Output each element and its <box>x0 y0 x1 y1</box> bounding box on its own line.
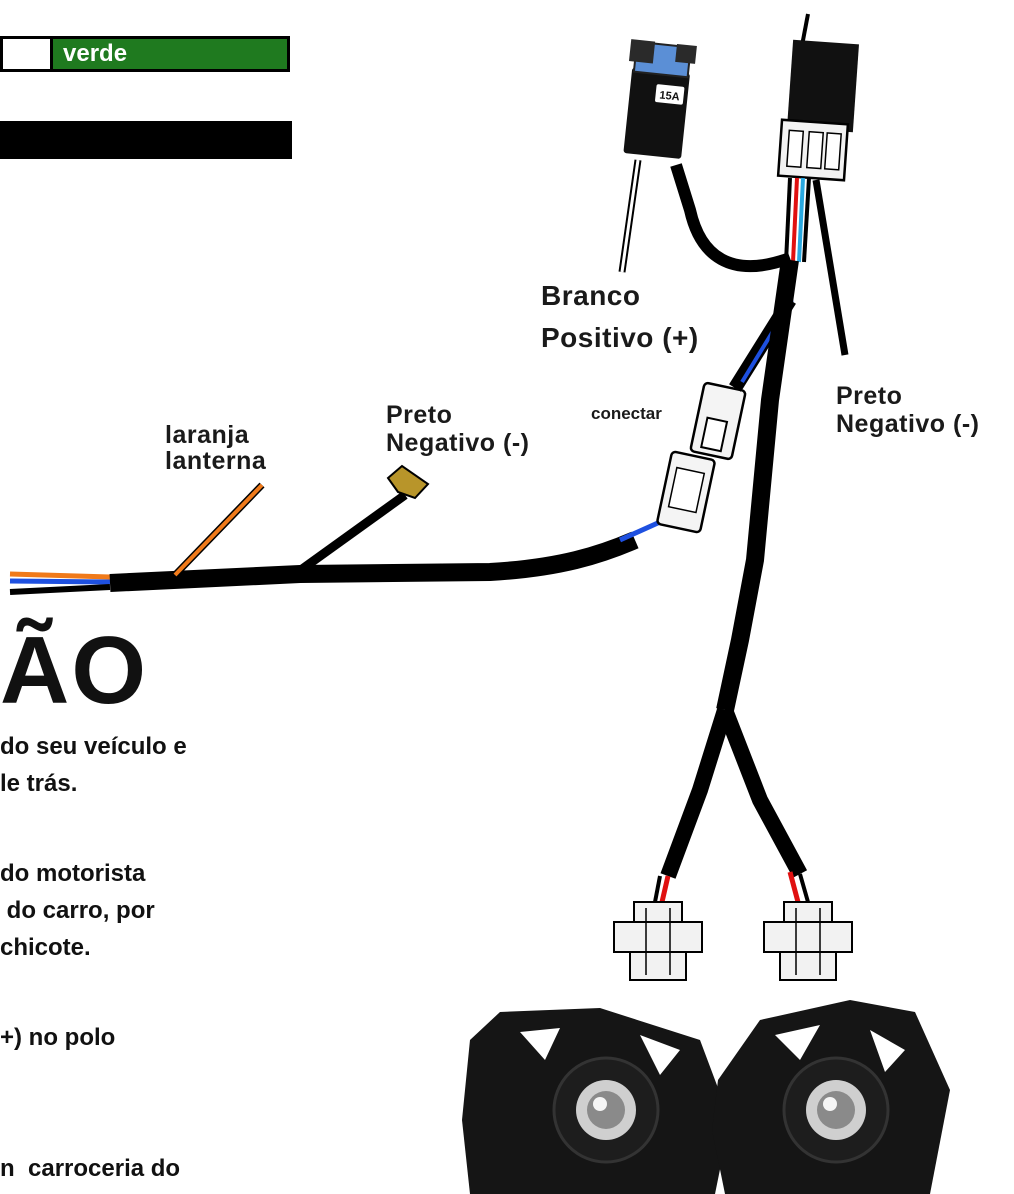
vertical-harness <box>716 258 799 712</box>
instruction-line-6: +) no polo <box>0 1024 116 1051</box>
label-positivo: Positivo (+) <box>541 322 699 353</box>
relay-ground-wire <box>812 179 849 356</box>
bulb-connector-right <box>763 901 853 981</box>
instruction-line-3: do motorista <box>0 860 146 887</box>
legend-green-swatch: verde <box>50 36 290 72</box>
label-lanterna: lanterna <box>165 447 267 475</box>
instruction-line-5: chicote. <box>0 934 91 961</box>
instruction-line-2: le trás. <box>0 770 78 797</box>
label-negativo-mid: Negativo (-) <box>386 429 530 457</box>
relay <box>776 13 859 182</box>
fog-light-right-icon <box>712 1000 950 1194</box>
fuse-holder: 15A <box>623 39 697 159</box>
label-negativo-right: Negativo (-) <box>836 410 980 438</box>
main-harness <box>9 519 662 595</box>
legend-white-swatch <box>0 36 50 72</box>
label-preto-right: Preto <box>836 382 903 410</box>
label-laranja: laranja <box>165 421 250 449</box>
fog-light-left-icon <box>462 1008 730 1194</box>
legend-black-swatch <box>0 121 292 159</box>
instruction-line-1: do seu veículo e <box>0 733 187 760</box>
bulb-connector-left <box>613 901 703 981</box>
legend-green-label: verde <box>63 40 128 67</box>
instruction-line-4: do carro, por <box>0 897 155 924</box>
label-preto-mid: Preto <box>386 401 453 429</box>
label-conectar: conectar <box>591 404 662 423</box>
label-branco: Branco <box>541 280 641 311</box>
instructions-title: ÃO <box>0 617 148 724</box>
ring-terminal-icon <box>386 464 430 500</box>
fuse-rating-label: 15A <box>659 89 680 103</box>
negative-branch-wire <box>295 491 408 576</box>
instruction-line-7: n carroceria do <box>0 1155 181 1182</box>
connector-pair <box>656 381 747 534</box>
